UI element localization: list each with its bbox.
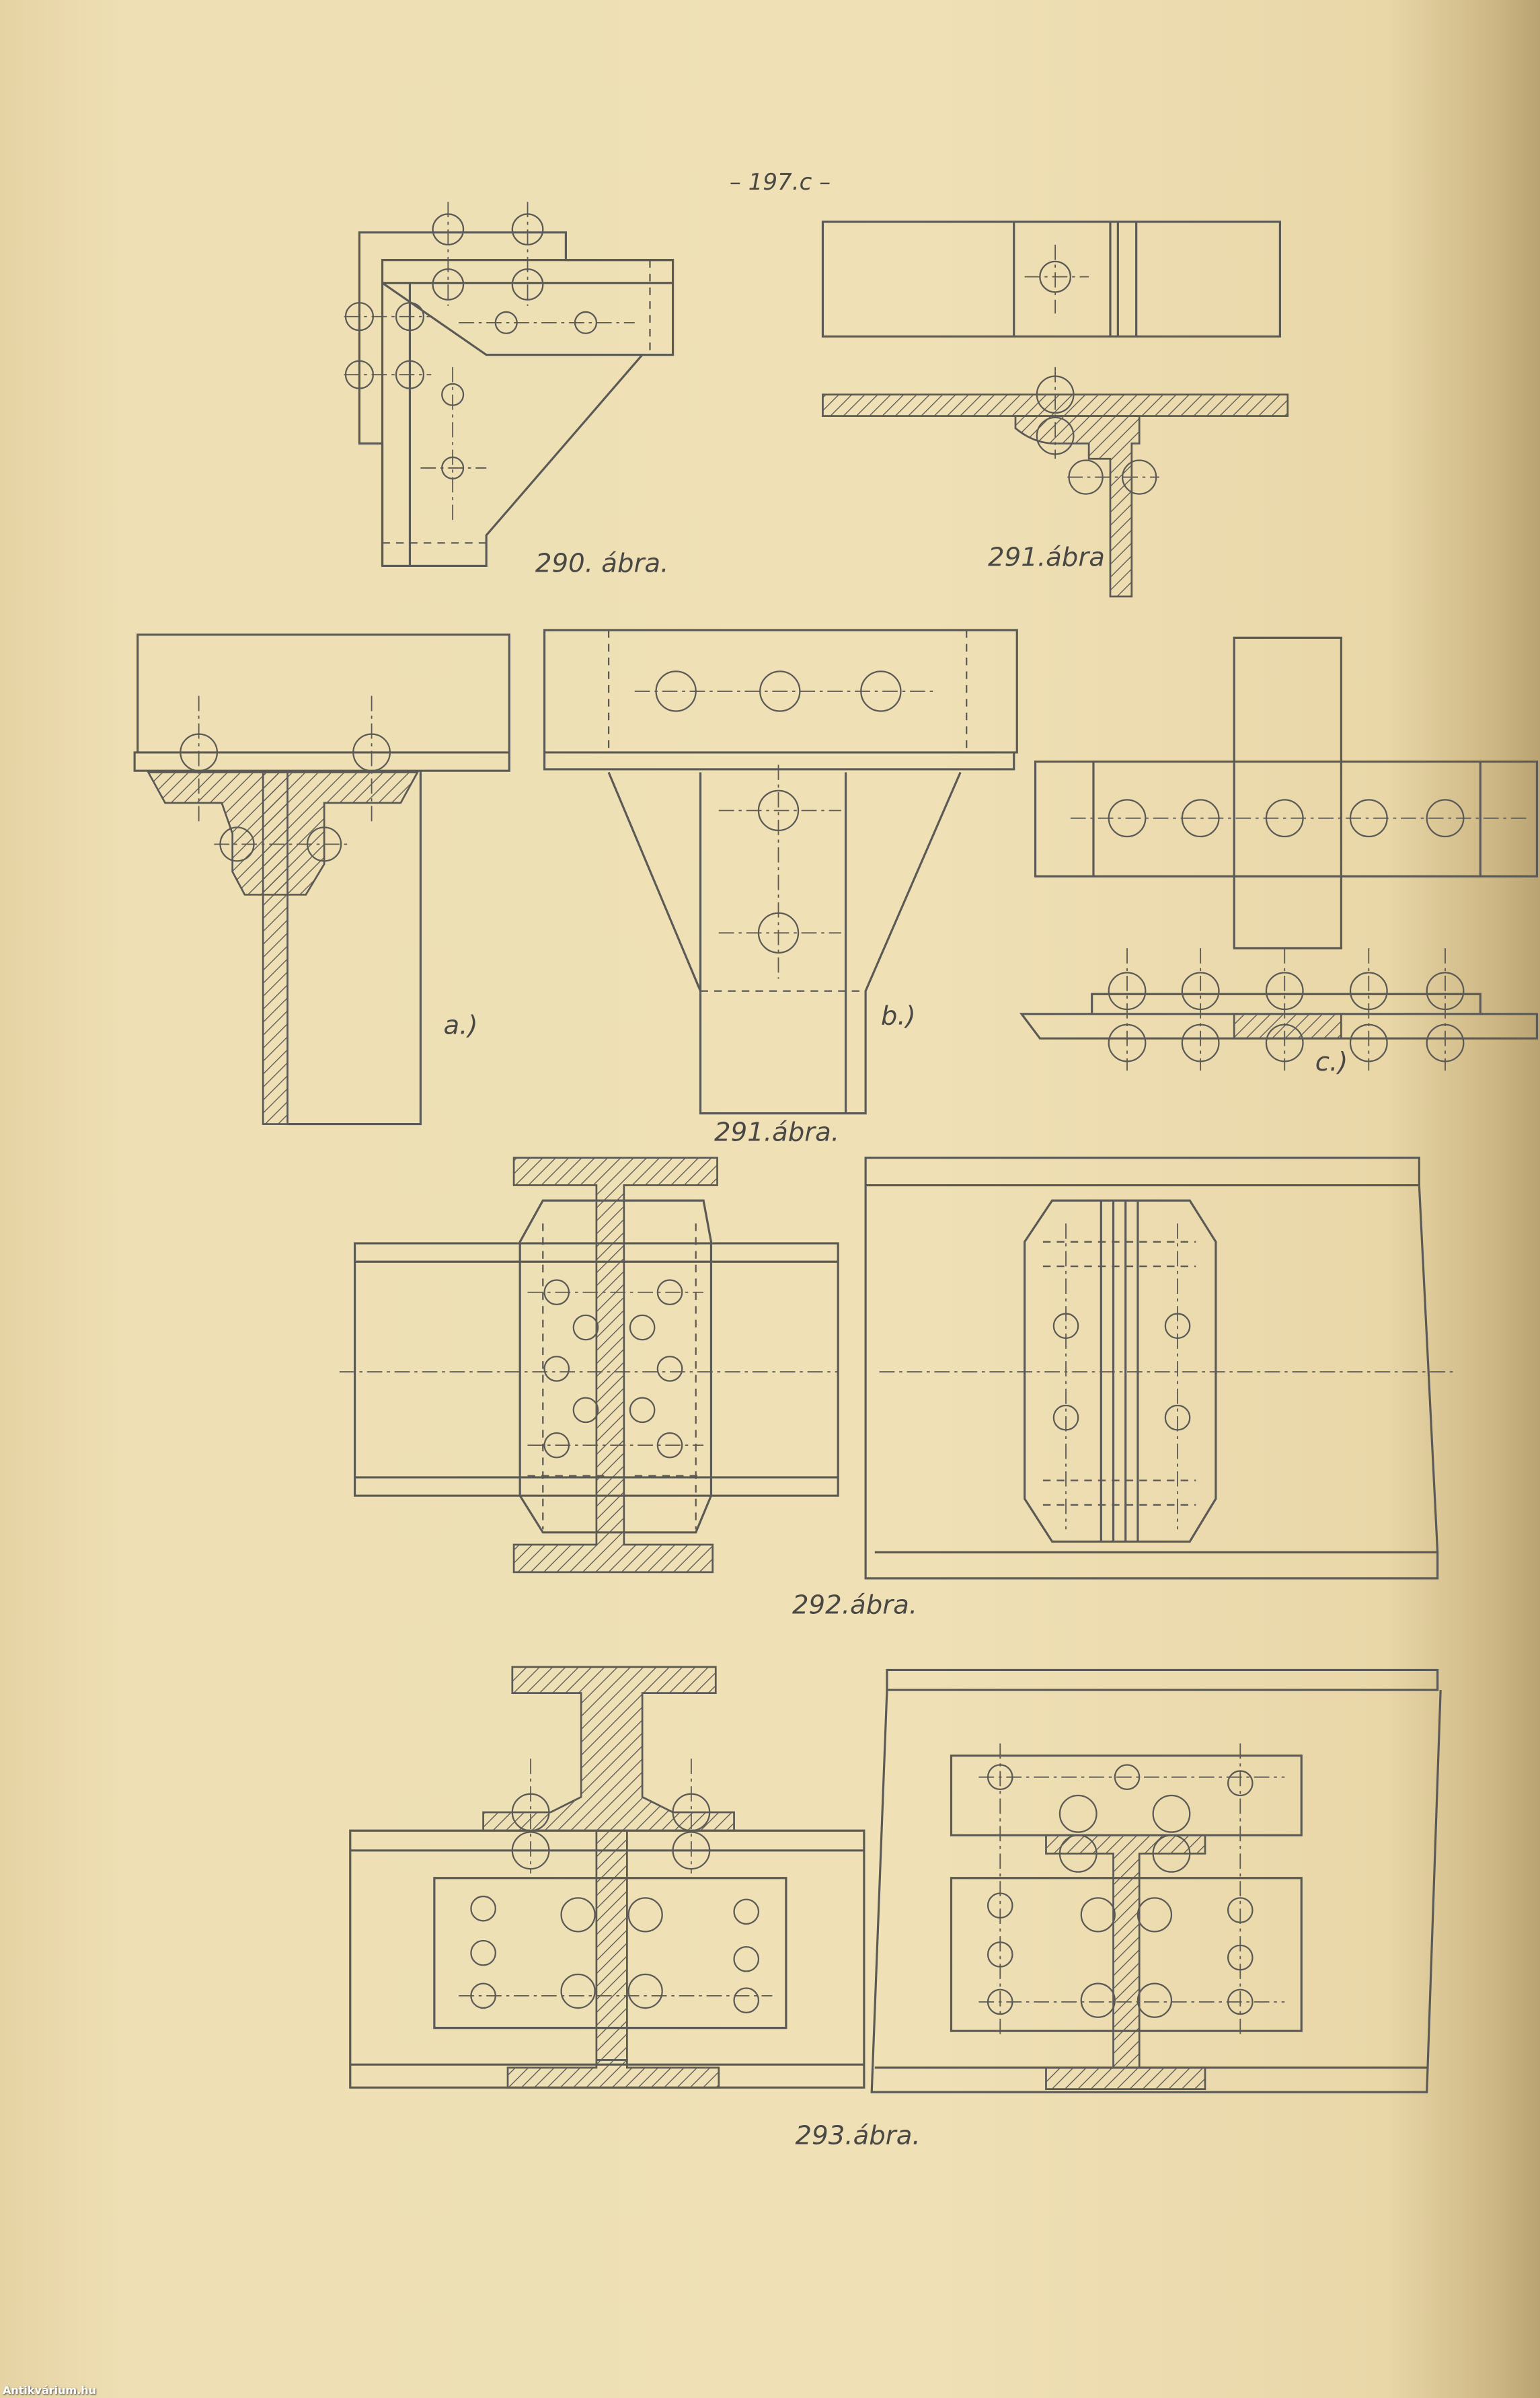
caption-fig291-b: b.) <box>881 1001 916 1032</box>
caption-fig291: 291.ábra. <box>714 1118 839 1148</box>
page-number: – 197.c – <box>730 169 831 196</box>
figure-293-right: 293.ábra. <box>796 1668 1442 2151</box>
caption-fig291-a: a.) <box>443 1010 477 1040</box>
figure-291-a: a.) <box>133 633 510 1126</box>
caption-fig292: 292.ábra. <box>792 1590 917 1620</box>
figure-290: 290. ábra. <box>344 202 675 579</box>
caption-fig293: 293.ábra. <box>796 2120 921 2151</box>
caption-fig291-c: c.) <box>1315 1047 1348 1077</box>
figure-291-b: b.) 291.ábra. <box>543 629 1018 1148</box>
figure-291-c: c.) <box>1019 636 1539 1077</box>
figure-291-top: 291.ábra <box>821 221 1289 598</box>
caption-fig291-top: 291.ábra <box>988 542 1105 572</box>
figure-293-left <box>349 1666 865 2089</box>
figure-292-right: 292.ábra. <box>792 1157 1453 1620</box>
caption-fig290: 290. ábra. <box>535 549 668 579</box>
watermark: Antikvárium.hu <box>3 2384 97 2397</box>
figure-292-left <box>339 1157 839 1574</box>
